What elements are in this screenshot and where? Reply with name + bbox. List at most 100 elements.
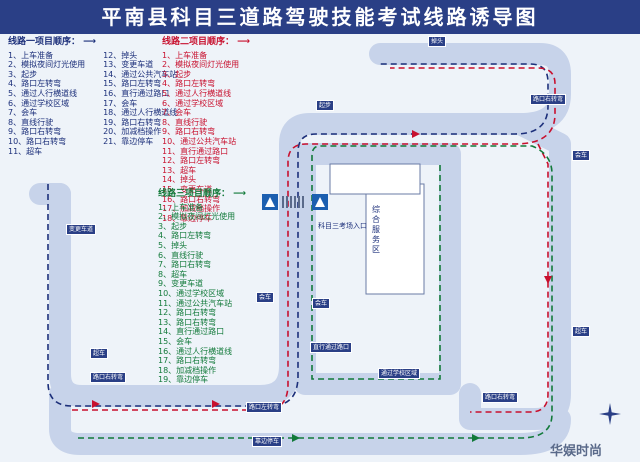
sign-meet-car-2: 会车 (312, 298, 331, 310)
arrow-marker (92, 400, 100, 408)
road-network (29, 43, 571, 455)
sign-lane-change: 变更车道 (66, 224, 97, 236)
route1-item: 4、路口左转弯 (8, 79, 62, 89)
route3-item: 3、起步 (158, 221, 188, 231)
route1-item: 3、起步 (8, 69, 38, 79)
road-outer-loop (49, 43, 571, 407)
service-area-label: 综合服务区 (372, 205, 380, 254)
road-inner (294, 143, 461, 395)
route2-item: 11、直行通过路口 (162, 146, 229, 156)
arrow-marker (412, 130, 420, 138)
sign-straight-through: 直行通过路口 (310, 342, 353, 354)
route1-item: 5、通过人行横道线 (8, 88, 78, 98)
route2-item: 18、靠边停车 (162, 213, 213, 223)
route2-heading: 线路二项目顺序： ⟶ (162, 37, 251, 48)
route3-item: 13、路口右转弯 (158, 317, 217, 327)
route2-item: 17、加减档操作 (162, 204, 221, 214)
route3-item: 6、直线行驶 (158, 250, 204, 260)
arrow-marker (472, 434, 480, 442)
inner-building (329, 163, 421, 195)
exam-entrance-label: 科目三考场入口 (318, 222, 367, 230)
route1-item: 20、加减档操作 (103, 127, 162, 137)
sign-start: 起步 (316, 100, 335, 112)
crosswalk-icons (262, 194, 328, 210)
road-east (459, 113, 571, 430)
zebra-stripe (298, 196, 300, 208)
zebra-stripe (282, 196, 284, 208)
road-map (29, 43, 571, 455)
route2-item: 10、通过公共汽车站 (162, 136, 237, 146)
route3-heading: 线路三项目顺序： ⟶ (158, 189, 247, 200)
route3-item: 9、变更车道 (158, 279, 204, 289)
route1-item: 1、上车准备 (8, 50, 54, 60)
route1-item: 7、会车 (8, 108, 38, 118)
route2-item: 9、路口右转弯 (162, 127, 216, 137)
sign-overtake-2: 超车 (572, 326, 591, 338)
route1-item: 8、直线行驶 (8, 117, 54, 127)
route3-item: 2、模拟夜间灯光使用 (158, 212, 236, 222)
route3-item: 18、加减档操作 (158, 365, 217, 375)
direction-arrows-green (292, 434, 480, 442)
route1-item: 19、路口右转弯 (103, 117, 162, 127)
direction-arrows (92, 130, 552, 408)
sign-right-turn-1: 路口右转弯 (482, 392, 519, 404)
route2-item: 3、起步 (162, 69, 192, 79)
route3-item: 5、掉头 (158, 240, 188, 250)
route3-item: 17、路口右转弯 (158, 356, 217, 366)
route2-item: 13、超车 (162, 165, 197, 175)
route1-heading: 线路一项目顺序： ⟶ (8, 37, 177, 48)
sign-pull-over: 靠边停车 (252, 436, 283, 448)
sign-u-turn: 掉头 (428, 36, 447, 48)
route2-heading-text: 线路二项目顺序： (162, 37, 235, 47)
watermark-text: 华娱时尚 (550, 444, 603, 459)
route2-arrow-icon: ⟶ (237, 37, 251, 47)
route3-item: 4、路口左转弯 (158, 231, 212, 241)
route1-heading-text: 线路一项目顺序： (8, 37, 81, 47)
route2-item: 4、路口左转弯 (162, 79, 216, 89)
route1-item: 18、通过人行横道线 (103, 108, 178, 118)
route3-arrow-icon: ⟶ (233, 189, 247, 199)
route2-item: 2、模拟夜间灯光使用 (162, 60, 240, 70)
route2-item: 1、上车准备 (162, 50, 208, 60)
zebra-stripe (286, 196, 288, 208)
sign-left-turn: 路口左转弯 (246, 402, 283, 414)
service-area-block (365, 183, 425, 295)
route1-item: 12、掉头 (103, 50, 138, 60)
route2-item: 12、路口左转弯 (162, 156, 221, 166)
route2-item: 14、掉头 (162, 175, 197, 185)
sign-right-turn-2: 路口右转弯 (90, 372, 127, 384)
route3-heading-text: 线路三项目顺序： (158, 189, 231, 199)
route1-item: 10、路口右转弯 (8, 136, 67, 146)
route3-item: 1、上车准备 (158, 202, 204, 212)
arrow-marker (292, 434, 300, 442)
route3-item: 14、直行通过路口 (158, 327, 225, 337)
route3-item: 12、路口右转弯 (158, 308, 217, 318)
route3-item: 19、靠边停车 (158, 375, 209, 385)
route1-item: 11、超车 (8, 146, 43, 156)
route1-line (47, 63, 549, 407)
compass-icon (599, 403, 621, 425)
route2-item: 5、通过人行横道线 (162, 88, 232, 98)
route2-item: 15、变更车道 (162, 184, 213, 194)
route1-item: 14、通过公共汽车站 (103, 69, 178, 79)
zebra-stripes (282, 196, 304, 208)
arrow-marker (212, 400, 220, 408)
route3-item: 16、通过人行横道线 (158, 346, 233, 356)
title-bar (0, 0, 640, 34)
route3-item: 10、通过学校区域 (158, 288, 225, 298)
zebra-stripe (294, 196, 296, 208)
sign-overtake-1: 超车 (90, 348, 109, 360)
route3-item: 11、通过公共汽车站 (158, 298, 233, 308)
pedestrian-icon (315, 197, 325, 207)
route2-item: 7、会车 (162, 108, 192, 118)
sign-right-turn-3: 路口右转弯 (530, 94, 567, 106)
route3-item: 7、路口右转弯 (158, 260, 212, 270)
